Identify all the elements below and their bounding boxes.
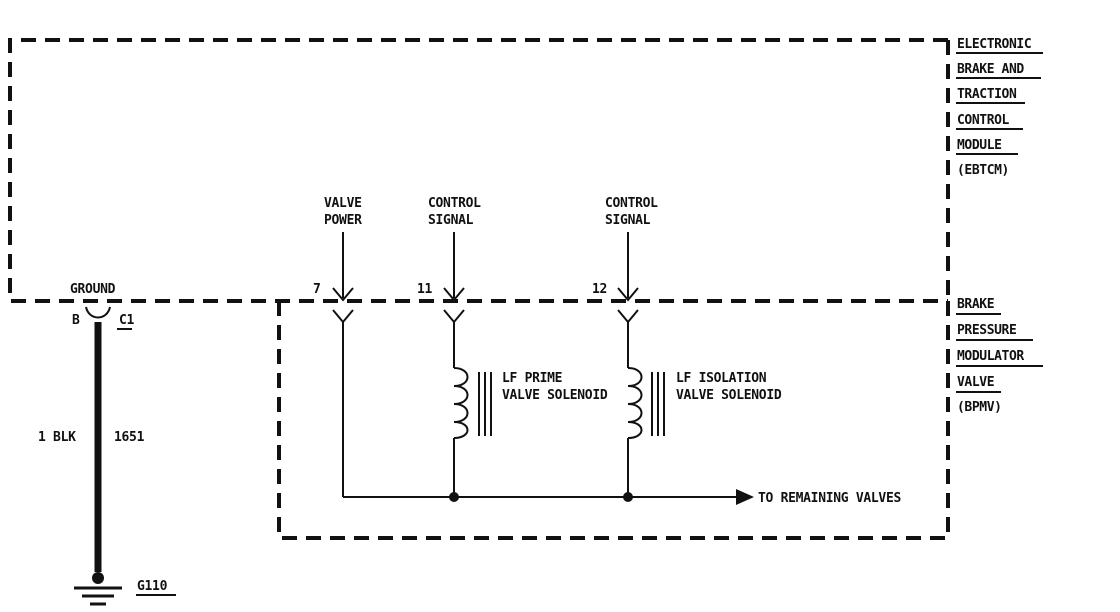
svg-text:CONTROL: CONTROL [428,196,481,211]
svg-text:VALVE: VALVE [324,196,362,211]
ground-point-label: G110 [137,579,168,594]
ground-symbol-icon [74,572,122,606]
bpmv-label: BRAKE PRESSURE MODULATOR VALVE (BPMV) [956,297,1043,415]
ground-label: GROUND [70,282,116,297]
lf-isolation-solenoid-label: LF ISOLATION VALVE SOLENOID [676,371,782,403]
pin-11-connector [443,232,465,368]
svg-text:VALVE SOLENOID: VALVE SOLENOID [502,388,608,403]
ebtcm-label: ELECTRONIC BRAKE AND TRACTION CONTROL MO… [956,37,1043,178]
svg-text:POWER: POWER [324,213,362,228]
svg-text:CONTROL: CONTROL [605,196,658,211]
splice-dot [449,492,459,502]
lf-isolation-solenoid-coil [627,367,665,497]
arrow-right-icon [736,489,754,505]
valve-power-label: VALVE POWER [324,196,362,228]
svg-text:LF ISOLATION: LF ISOLATION [676,371,767,386]
svg-text:BRAKE: BRAKE [957,297,994,312]
ground-pin-label: B [72,313,80,328]
pin-7-label: 7 [313,282,321,297]
lf-prime-solenoid-coil [453,367,492,497]
pin-12-connector [617,232,639,368]
ground-connector [85,306,111,319]
wire-gauge-color-label: 1 BLK [38,430,76,445]
pin-12-label: 12 [592,282,607,297]
pin-7-connector [332,232,354,497]
svg-text:MODULATOR: MODULATOR [957,349,1024,364]
svg-text:LF PRIME: LF PRIME [502,371,562,386]
svg-text:VALVE: VALVE [957,375,994,390]
common-bus-wire [343,492,740,502]
control-signal-12-label: CONTROL SIGNAL [605,196,658,228]
splice-dot [623,492,633,502]
svg-text:(BPMV): (BPMV) [957,400,1002,415]
control-signal-11-label: CONTROL SIGNAL [428,196,481,228]
remaining-valves-label: TO REMAINING VALVES [758,491,901,506]
circuit-number-label: 1651 [114,430,145,445]
svg-text:(EBTCM): (EBTCM) [957,163,1009,178]
svg-text:TRACTION: TRACTION [957,87,1017,102]
lf-prime-solenoid-label: LF PRIME VALVE SOLENOID [502,371,608,403]
svg-text:PRESSURE: PRESSURE [957,323,1016,338]
svg-text:CONTROL: CONTROL [957,113,1010,128]
svg-text:SIGNAL: SIGNAL [605,213,651,228]
svg-text:VALVE SOLENOID: VALVE SOLENOID [676,388,782,403]
svg-text:SIGNAL: SIGNAL [428,213,474,228]
svg-text:BRAKE AND: BRAKE AND [957,62,1024,77]
ebtcm-outline [8,38,948,303]
connector-c1-label: C1 [119,313,135,328]
svg-text:MODULE: MODULE [957,138,1002,153]
svg-text:ELECTRONIC: ELECTRONIC [957,37,1031,52]
pin-11-label: 11 [417,282,433,297]
